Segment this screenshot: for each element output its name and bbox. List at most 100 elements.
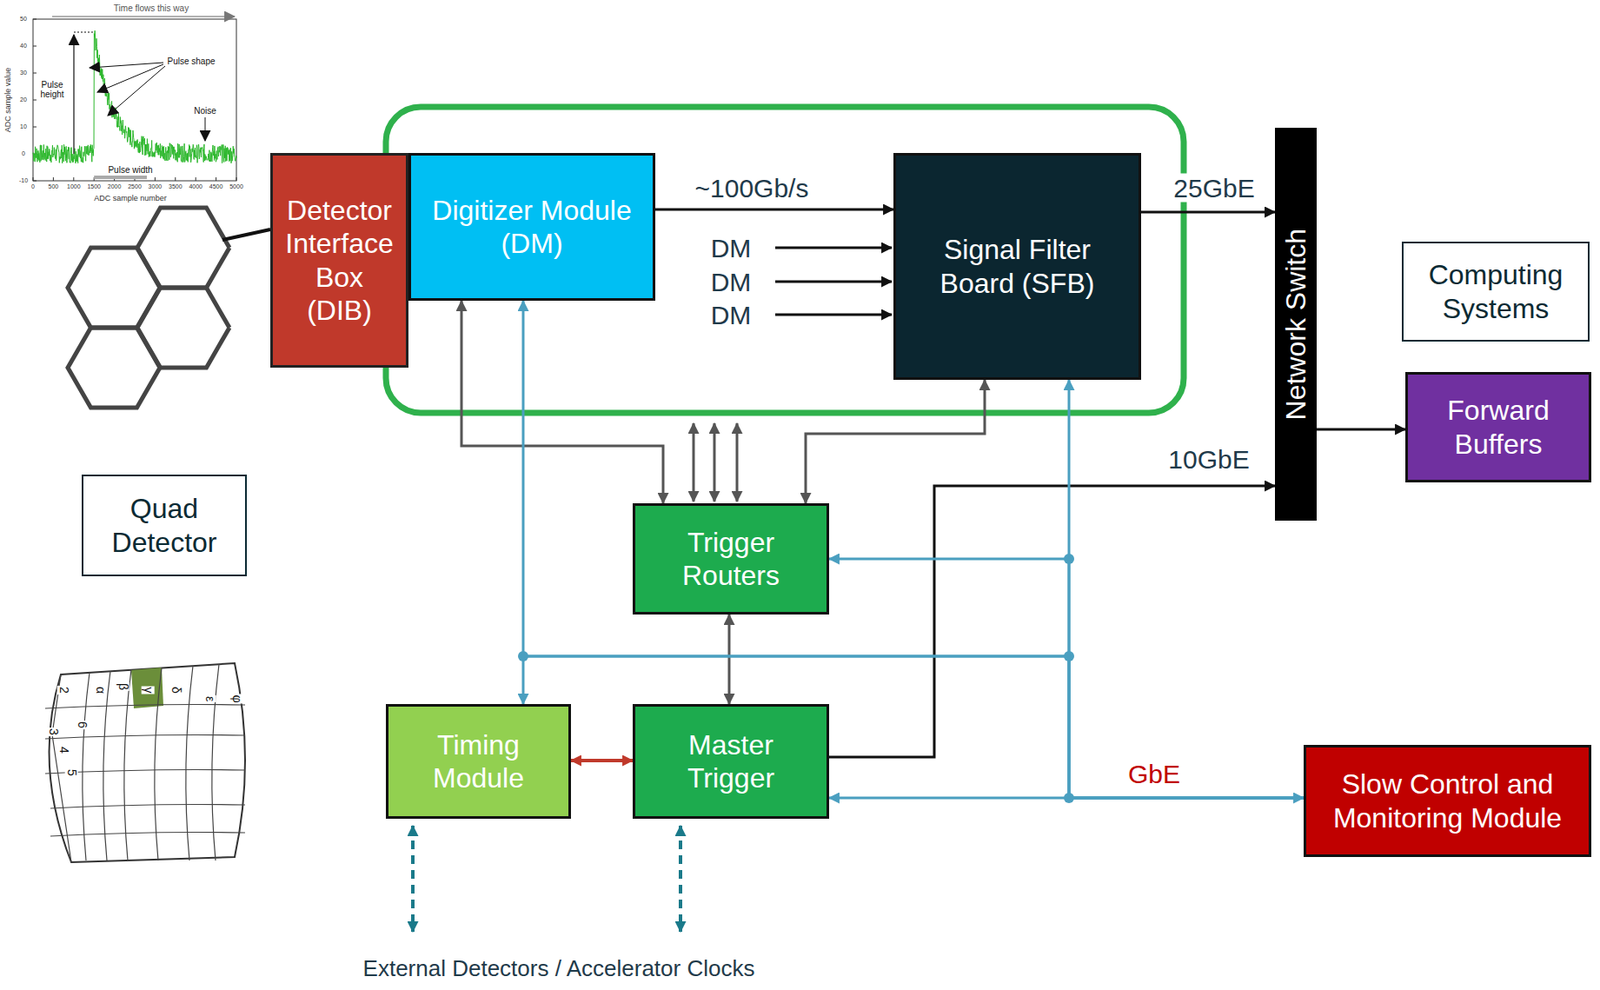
trigger-box: Trigger Routers [632,503,830,615]
cell-line [82,672,90,861]
external-link [678,825,683,932]
connector-line [1316,428,1406,432]
box-label: Network Switch [1279,228,1313,421]
cell-label: 6 [74,720,88,730]
plot-frame [33,19,237,181]
highlight-cell [131,667,164,709]
tick-mark [215,177,217,181]
leader-line [97,64,164,93]
tick-number: 4500 [209,183,224,191]
box-label: Computing Systems [1410,258,1581,326]
signal-name: DM [710,300,752,330]
leader-line [89,62,164,68]
axis-label: ADC sample number [93,194,167,204]
calorimeter-sketch [45,663,246,863]
height-guide [73,32,94,34]
cell-line [50,804,246,810]
connector-line [728,614,731,704]
caption-note: External Detectors / Accelerator Clocks [363,956,756,982]
link-speed-label: GbE [1125,759,1183,789]
tick-mark [33,73,37,74]
cable-line [222,229,271,240]
interface-box: Detector Interface Box (DIB) [270,152,409,368]
input-arrow [775,280,892,284]
width-bar [93,175,147,180]
group-outline [385,106,1184,413]
cell-label: ε [202,695,216,703]
box-label: Forward Buffers [1414,393,1582,461]
tick-number: 2000 [107,183,122,191]
tick-number: 3000 [148,183,163,191]
signal-label: Pulse height [34,79,70,100]
tick-mark [33,99,37,101]
signal-label: Pulse width [107,165,153,175]
signal-name: DM [710,267,752,297]
barrel-outline [49,663,246,863]
leader-line [107,66,166,116]
tick-number: 4000 [188,183,203,191]
tick-number: 5000 [229,183,244,191]
tick-mark [33,180,37,182]
control-box: Slow Control and Monitoring Module [1303,744,1592,857]
cell-label: φ [229,693,243,704]
signal-name: DM [710,233,752,263]
trigger-link [692,423,696,502]
hexagon-detector [67,207,230,408]
hexagon-cell [67,327,160,408]
cell-line [50,832,246,837]
box-label: Timing Module [395,728,562,796]
time-arrow [52,15,235,18]
box-label: Signal Filter Board (SFB) [902,232,1132,300]
tick-mark [33,177,34,181]
cell-label: α [92,685,107,695]
tick-mark [236,177,238,181]
outline-box: Quad Detector [81,474,247,577]
tick-number: 3500 [168,183,183,191]
axis-note: Time flows this way [113,3,189,14]
pulse-chart [33,16,237,181]
height-arrow [73,34,74,154]
link-speed-label: 10GbE [1165,444,1252,474]
box-label: Master Trigger [642,728,820,796]
box-label: Digitizer Module (DM) [418,193,646,261]
timing-box: Timing Module [385,703,571,819]
link-speed-label: ~100Gb/s [692,173,812,203]
cell-label: 5 [64,768,78,777]
tick-number: 0 [31,183,35,191]
trigger-link [713,423,717,502]
trigger-link [736,423,739,502]
tick-number: 10 [19,123,27,131]
tick-number: 40 [19,42,27,50]
axis-label: ADC sample value [4,67,14,133]
tick-number: 20 [19,96,27,104]
leader-line [205,117,206,141]
connector-line [1141,211,1275,214]
box-label: Slow Control and Monitoring Module [1313,767,1582,835]
tick-mark [33,126,37,128]
outline-box: Computing Systems [1401,241,1590,342]
cell-label: γ [140,686,154,695]
cell-label: 3 [46,727,60,737]
tick-number: 2500 [127,183,142,191]
cell-label: δ [168,685,182,695]
connector-line [1068,379,1304,798]
input-arrow [775,313,892,317]
tick-mark [174,177,176,181]
tick-mark [33,19,37,20]
buffer-box: Forward Buffers [1405,371,1592,483]
tick-number: 50 [19,15,27,23]
connector-line [570,758,633,763]
cell-label: β [115,682,129,691]
connector-line [461,300,664,504]
trigger-box: Master Trigger [632,703,830,819]
switch-bar: Network Switch [1274,127,1317,521]
cell-line [124,669,132,861]
box-label: Trigger Routers [642,525,820,593]
tick-mark [195,177,197,181]
external-link [411,825,415,932]
connector-line [829,485,1275,757]
tick-number: 1000 [66,183,81,191]
signal-label: Noise [193,106,217,116]
tick-number: 0 [21,150,26,158]
